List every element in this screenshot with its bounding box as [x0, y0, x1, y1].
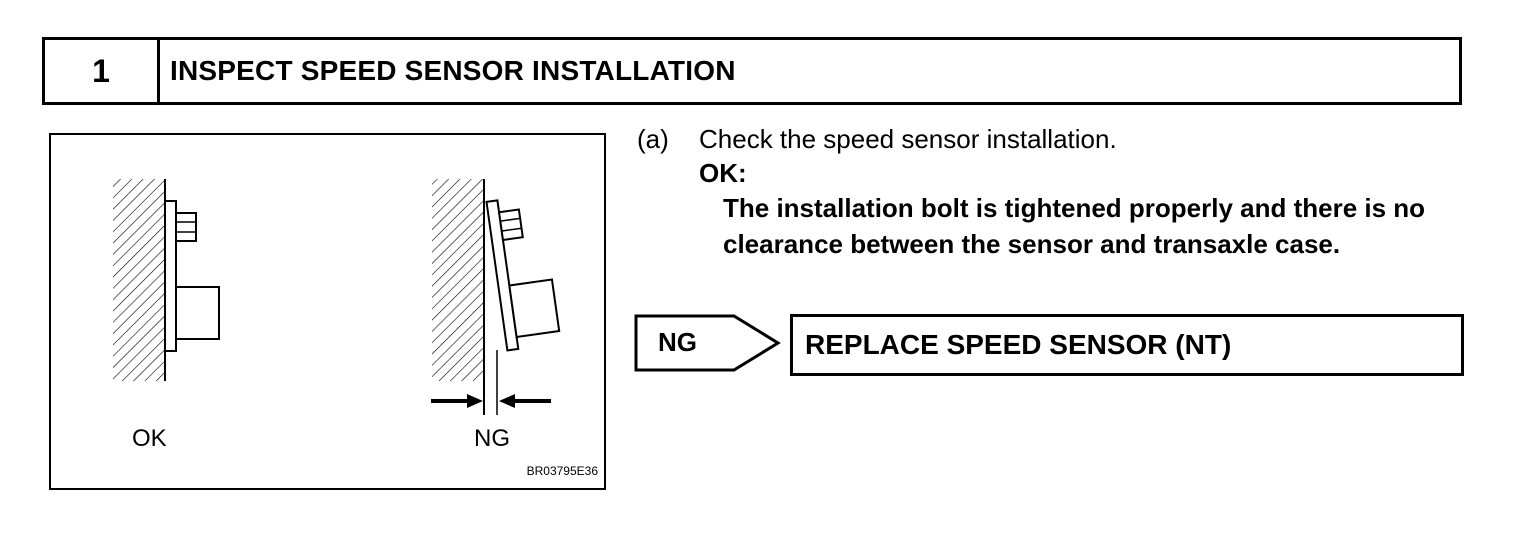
figure-code: BR03795E36	[526, 464, 598, 478]
ng-left-arrow-head	[467, 394, 483, 408]
ok-figure-label: OK	[132, 425, 167, 452]
ok-heading: OK:	[699, 158, 747, 188]
ng-figure-label: NG	[474, 425, 510, 452]
ok-criteria: The installation bolt is tightened prope…	[723, 193, 1426, 259]
ng-sensor-body	[508, 278, 561, 339]
sensor-diagram	[113, 179, 561, 415]
instruction-text: Check the speed sensor installation.	[699, 124, 1117, 154]
instructions: (a) Check the speed sensor installation.…	[637, 122, 1477, 262]
ng-sensor-assembly	[485, 199, 561, 352]
sensor-illustration: OK NG BR03795E36	[49, 133, 606, 490]
ng-housing-hatch	[432, 179, 484, 381]
ok-sensor-body	[175, 286, 220, 340]
ng-flow: NG REPLACE SPEED SENSOR (NT)	[634, 314, 1464, 378]
step-title: INSPECT SPEED SENSOR INSTALLATION	[170, 55, 736, 86]
ok-housing-hatch	[113, 179, 165, 381]
ng-bolt-head	[497, 208, 524, 242]
step-header: 1 INSPECT SPEED SENSOR INSTALLATION	[42, 37, 1462, 105]
step-number: 1	[45, 40, 160, 102]
instruction-line: (a) Check the speed sensor installation.	[637, 122, 1477, 156]
ng-sensor-flange	[485, 199, 520, 352]
ng-right-arrow-head	[499, 394, 515, 408]
ok-sensor-flange	[164, 200, 177, 352]
ng-action-box: REPLACE SPEED SENSOR (NT)	[790, 314, 1464, 376]
ng-arrow-shape	[634, 314, 781, 372]
instruction-marker: (a)	[637, 124, 669, 154]
ng-flow-label: NG	[658, 327, 697, 357]
ok-bolt-head	[175, 212, 197, 242]
